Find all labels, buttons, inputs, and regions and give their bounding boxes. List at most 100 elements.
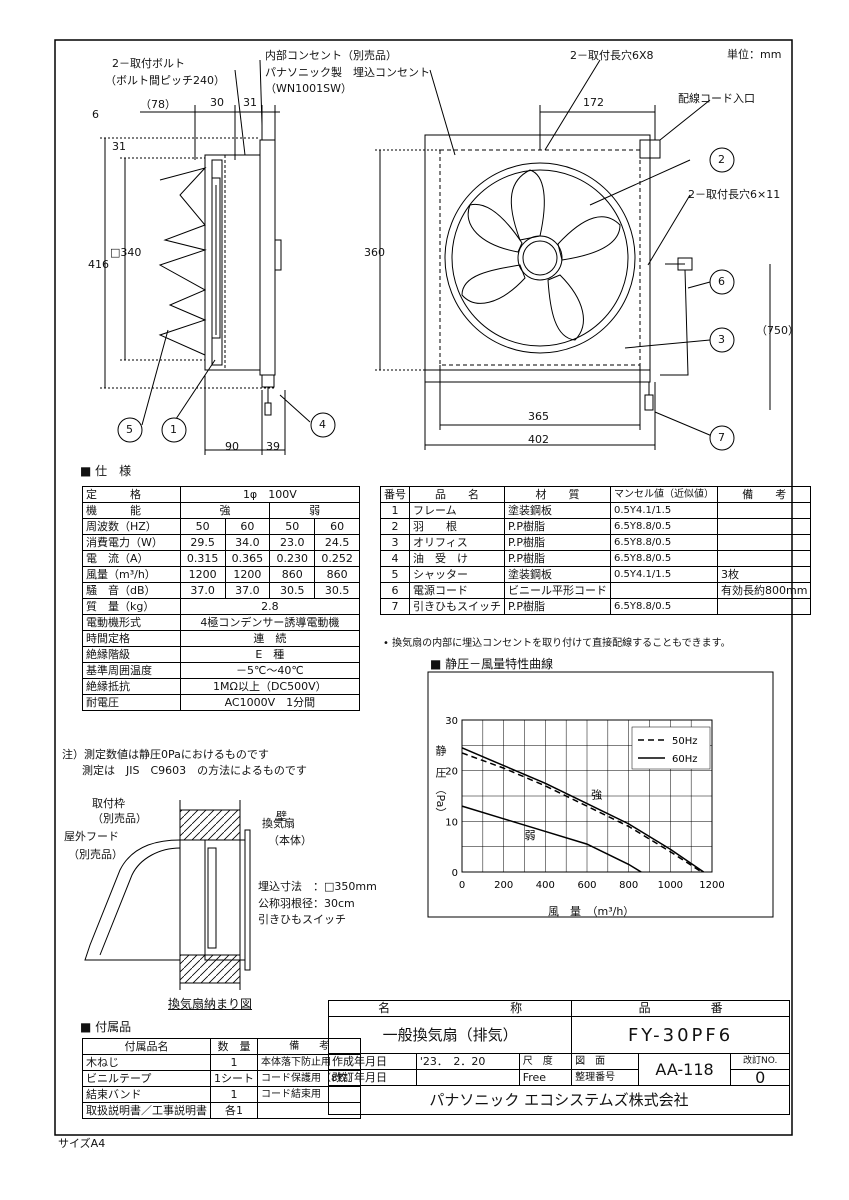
dim-365: 365 [528,410,549,423]
table-cell: 消費電力（W） [82,534,181,551]
install-hood: 屋外フード [64,830,119,843]
table-cell: 5 [380,566,410,583]
table-cell: 6 [380,582,410,599]
balloon-7: 7 [718,431,725,444]
table-cell: 絶縁階級 [82,646,181,663]
table-cell: 860 [314,566,360,583]
table-cell: 連 続 [179,630,361,647]
table-cell: フレーム [409,502,505,519]
tb-created: '23． 2．20 [415,1053,520,1070]
accessories-title-text: 付属品 [95,1020,132,1034]
table-cell: 30.5 [269,582,316,599]
table-cell: 0.230 [269,550,316,567]
chart-xlabel: 風 量 （m³/h） [548,905,635,918]
dim-416: 416 [88,258,109,271]
table-cell: シャッター [409,566,505,583]
table-cell [610,582,718,599]
install-frame-sub: （別売品） [92,812,147,825]
table-cell: 付属品名 [82,1038,211,1055]
install-spec-2: 公称羽根径：30cm [258,897,355,910]
note-1: 注）測定数値は静圧0Paにおけるものです [62,748,269,761]
table-cell: 基準周囲温度 [82,662,181,679]
table-cell: 4極コンデンサー誘導電動機 [179,614,361,631]
fan-blade-1 [510,169,545,241]
table-cell: 6.5Y8.8/0.5 [610,550,718,567]
table-cell: 30.5 [314,582,360,599]
chart-title: ■ 静圧－風量特性曲線 [430,657,554,671]
table-cell: 材 質 [504,486,611,503]
table-cell: 0.365 [224,550,271,567]
tb-mgmt-label: 整理番号 [571,1069,639,1086]
table-cell: 木ねじ [82,1054,211,1071]
dim-30: 30 [210,96,224,109]
table-cell: －5℃～40℃ [179,662,361,679]
table-row: 質 量（kg）2.8 [82,598,361,615]
tb-company: パナソニック エコシステムズ株式会社 [328,1085,790,1115]
table-cell: 60 [224,518,271,535]
callout-outlet-2: パナソニック製 埋込コンセント [265,66,430,79]
table-cell: 塗装鋼板 [504,502,611,519]
table-cell: 2.8 [179,598,361,615]
table-cell: 有効長約800mm [716,582,812,599]
table-cell: 37.0 [224,582,271,599]
tb-scale-label: 尺 度 [518,1053,573,1070]
note-2: 測定は JIS C9603 の方法によるものです [82,764,307,777]
fan-blade-4 [461,264,526,304]
table-cell: AC1000V 1分間 [179,694,361,711]
table-cell: 品 名 [409,486,505,503]
table-cell: 1 [210,1054,258,1071]
balloon-5: 5 [126,423,133,436]
table-row: 時間定格連 続 [82,630,361,647]
install-title: 換気扇納まり図 [168,997,253,1011]
table-cell: P.P樹脂 [504,550,611,567]
tb-name-header: 名 称 [327,1000,573,1017]
dim-750: （750） [756,324,799,337]
table-cell: 引きひもスイッチ [409,598,505,615]
install-wall: 壁 [276,810,287,823]
table-row: 番号品 名材 質マンセル値（近似値）備 考 [380,486,812,503]
install-fan-sub: （本体） [268,834,312,847]
table-cell: 電 流（A） [82,550,181,567]
chart-title-text: 静圧－風量特性曲線 [445,657,554,671]
table-cell: 34.0 [224,534,271,551]
table-cell: 数 量 [210,1038,258,1055]
table-cell: 1シート [210,1070,258,1087]
balloon-4: 4 [319,418,326,431]
table-cell: 3 [380,534,410,551]
table-cell: 7 [380,598,410,615]
table-cell: 23.0 [269,534,316,551]
table-cell: 0.5Y4.1/1.5 [610,502,718,519]
chart-ylabel: 静 圧 （Pa） [434,745,447,819]
spec-title: ■ 仕 様 [80,464,132,478]
table-cell: P.P樹脂 [504,534,611,551]
table-cell: 0.252 [314,550,360,567]
table-cell: E 種 [179,646,361,663]
table-cell: 騒 音（dB） [82,582,181,599]
table-cell: 4 [380,550,410,567]
table-cell: 6.5Y8.8/0.5 [610,518,718,535]
table-cell [716,534,812,551]
table-cell: 1 [210,1086,258,1103]
table-cell [716,518,812,535]
tb-mgmt: AA-118 [637,1053,732,1086]
callout-outlet-1: 内部コンセント（別売品） [265,49,397,62]
table-row: 付属品名数 量備 考 [82,1038,362,1055]
unit-label: 単位：mm [727,48,782,61]
accessories-title: ■ 付属品 [80,1020,132,1034]
fan-blade-2 [557,216,621,261]
table-cell: 0.5Y4.1/1.5 [610,566,718,583]
table-cell: マンセル値（近似値） [610,486,718,503]
